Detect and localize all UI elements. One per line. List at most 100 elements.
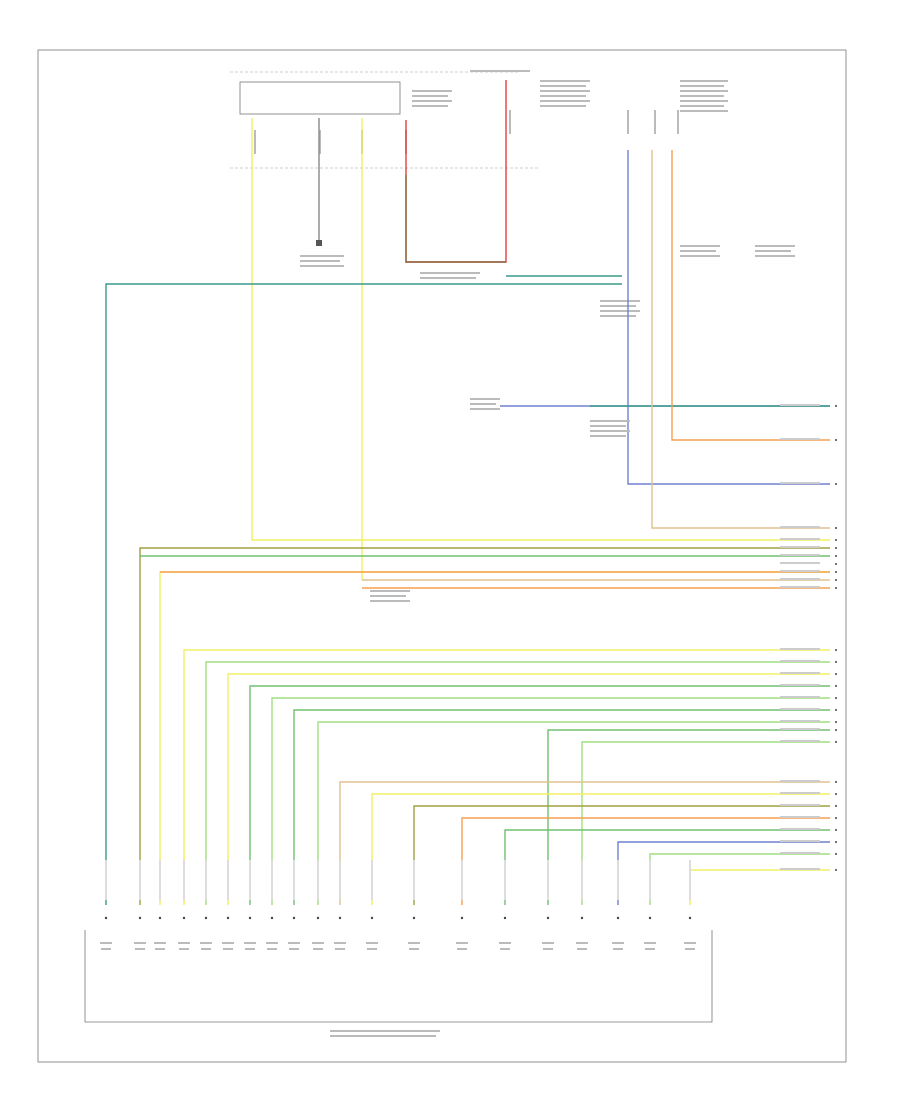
right-pin-label (780, 526, 820, 528)
bottom-pin (412, 916, 416, 920)
right-pin-label (780, 586, 820, 588)
right-pin-label (780, 780, 820, 782)
bottom-wire-label (371, 860, 373, 900)
right-pin (835, 805, 837, 807)
wire-bus3-3 (461, 817, 830, 905)
right-pin (835, 685, 837, 687)
right-pin (835, 817, 837, 819)
right-pin (835, 869, 837, 871)
wire-bus2-extra-2 (581, 741, 830, 905)
right-pin (835, 527, 837, 529)
right-pin (835, 721, 837, 723)
right-pin (835, 483, 837, 485)
bottom-pin (580, 916, 584, 920)
right-pin (835, 587, 837, 589)
right-pin-label (780, 578, 820, 580)
right-pin (835, 793, 837, 795)
connector-label (654, 110, 656, 134)
bottom-pin-caption (245, 948, 255, 950)
bottom-pin-caption (313, 948, 323, 950)
bottom-pin-caption (200, 942, 212, 944)
bottom-wire-label (271, 860, 273, 900)
right-pin-label (780, 740, 820, 742)
bottom-pin-caption (457, 948, 467, 950)
diagram-border (37, 49, 847, 1063)
bottom-pin-caption (155, 948, 165, 950)
ground-caption-line (300, 265, 344, 267)
bottom-pin-caption (289, 948, 299, 950)
bottom-wire-label (205, 860, 207, 900)
right-pin-label (780, 804, 820, 806)
bottom-pin-caption (134, 942, 146, 944)
right-pin-label (780, 728, 820, 730)
connector-label (319, 130, 321, 154)
bottom-pin-caption (409, 948, 419, 950)
bottom-pin (688, 916, 692, 920)
bottom-pin (546, 916, 550, 920)
bottom-wire-label (159, 860, 161, 900)
right-pin-label (780, 792, 820, 794)
bottom-wire-label (461, 860, 463, 900)
bottom-pin-caption (499, 942, 511, 944)
wire-orange-right (671, 150, 830, 441)
splice-caption-1-line (600, 300, 640, 302)
bottom-pin-caption (100, 942, 112, 944)
wire-blue-right (627, 150, 830, 485)
bottom-pin-caption (366, 942, 378, 944)
right-pin (835, 709, 837, 711)
bottom-pin-caption (456, 942, 468, 944)
ground-symbol (316, 240, 322, 246)
right-module-caption-line (680, 105, 724, 107)
right-module-caption-line (680, 95, 724, 97)
orange-tap-caption-line (680, 245, 720, 247)
power-module-caption-line (540, 105, 586, 107)
bottom-wire-label (183, 860, 185, 900)
connector-label (677, 110, 679, 134)
bottom-pin-caption (266, 942, 278, 944)
wire-brown-loop (405, 175, 506, 263)
right-pin (835, 563, 837, 565)
right-pin-label (780, 562, 820, 564)
splice-caption-2-line (590, 425, 626, 427)
right-pin-label (780, 840, 820, 842)
bottom-pin (158, 916, 162, 920)
bottom-wire-label (249, 860, 251, 900)
bottom-pin (138, 916, 142, 920)
wire-bus2-extra-1 (547, 729, 830, 905)
bottom-wire-label (504, 860, 506, 900)
power-module-caption-line (540, 100, 590, 102)
bottom-wire-label (617, 860, 619, 900)
bottom-pin (292, 916, 296, 920)
bottom-wire-label (649, 860, 651, 900)
bottom-pin (104, 916, 108, 920)
upper-module-caption-line (412, 90, 452, 92)
right-pin-label (780, 672, 820, 674)
upper-module-caption-line (412, 100, 452, 102)
right-pin-label (780, 720, 820, 722)
right-pin-label (780, 696, 820, 698)
right-pin-label (780, 570, 820, 572)
wire-bus2-5 (293, 709, 830, 905)
wire-bus3-1 (371, 793, 830, 905)
wire-red-loop (405, 80, 507, 263)
right-pin-label (780, 852, 820, 854)
bottom-pin-caption (135, 948, 145, 950)
bottom-pin-caption (312, 942, 324, 944)
power-module-caption-line (540, 80, 590, 82)
fuse-caption-line (470, 70, 530, 72)
splice-caption-3-line (370, 595, 406, 597)
bottom-pin-caption (335, 948, 345, 950)
switch-caption-line (755, 245, 795, 247)
right-pin (835, 405, 837, 407)
bottom-module-box (84, 930, 713, 1023)
wire-bus2-6 (317, 721, 830, 905)
connector-label (509, 110, 511, 134)
bottom-pin-caption (613, 948, 623, 950)
splice-caption-2-line (590, 435, 626, 437)
bottom-wire-label (317, 860, 319, 900)
bottom-pin (460, 916, 464, 920)
right-pin (835, 829, 837, 831)
splice-caption-1-line (600, 305, 636, 307)
right-pin-label (780, 538, 820, 540)
bottom-pin (503, 916, 507, 920)
